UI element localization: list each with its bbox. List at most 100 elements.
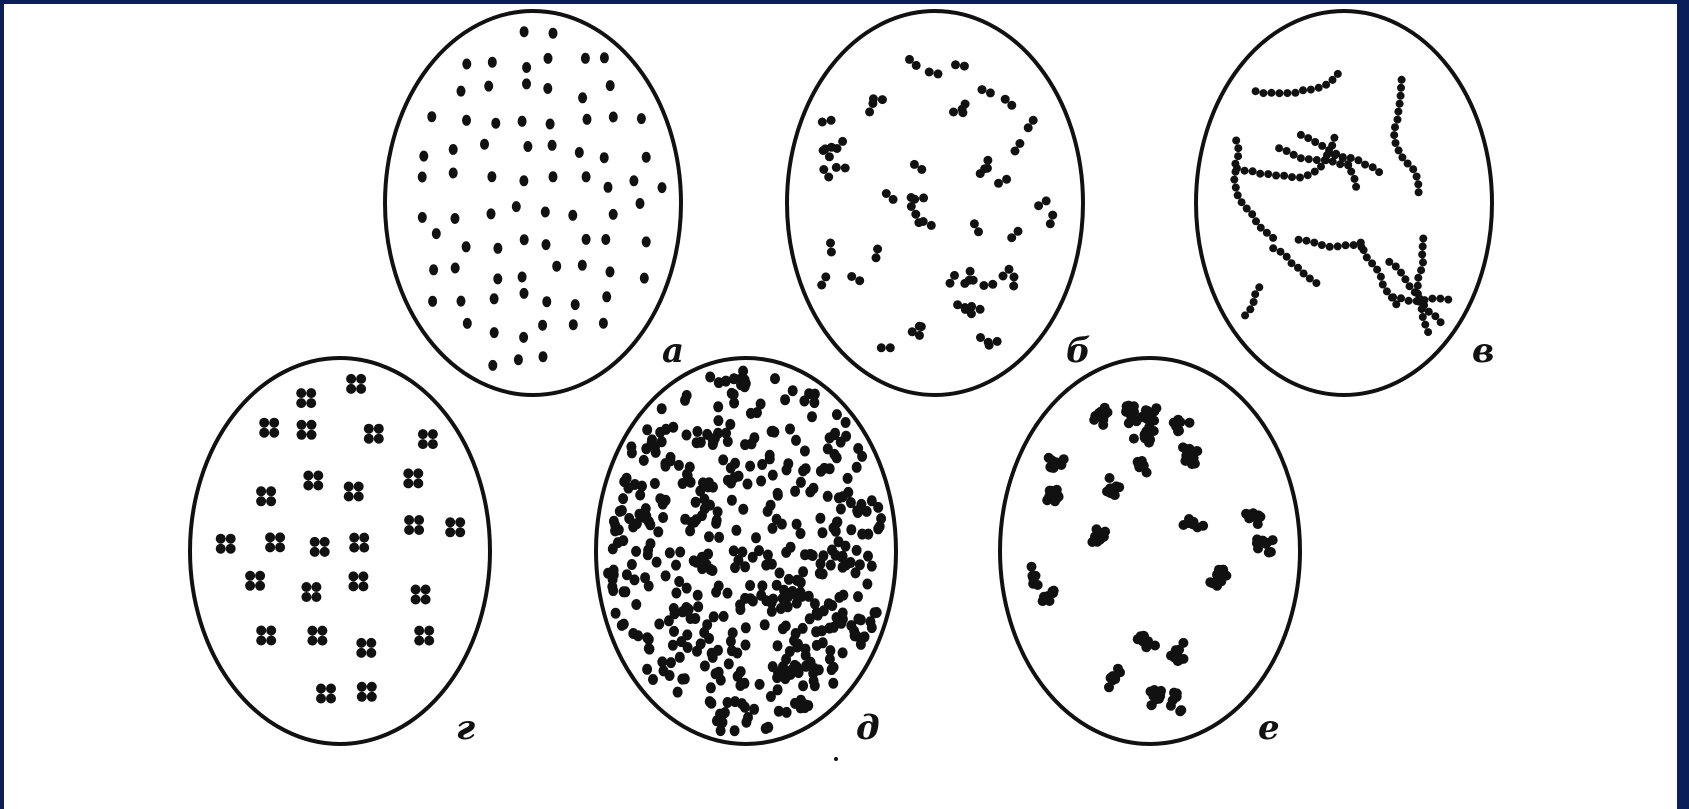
panel-g-cells (216, 374, 466, 704)
cell (708, 434, 718, 445)
cell (1140, 433, 1150, 443)
cell (798, 566, 808, 577)
cell (449, 168, 458, 179)
cell (297, 430, 307, 440)
cell (642, 236, 651, 247)
cell (1139, 461, 1149, 471)
cell (736, 379, 746, 390)
cell (730, 458, 740, 469)
cell (571, 299, 580, 310)
cell (829, 429, 839, 440)
cell (1171, 421, 1181, 431)
cell (581, 53, 590, 64)
cell (1283, 89, 1291, 97)
cell (661, 461, 671, 472)
cell (821, 144, 830, 153)
cell (639, 455, 649, 466)
cell (1392, 263, 1400, 271)
cell (266, 486, 276, 496)
cell (786, 542, 796, 553)
cell (682, 469, 692, 480)
cell (915, 322, 924, 331)
cell (344, 492, 354, 502)
cell (827, 116, 836, 125)
cell (730, 562, 740, 573)
cell (367, 692, 377, 702)
cell (979, 281, 988, 290)
cell (818, 569, 828, 580)
cell (418, 439, 428, 449)
cell (826, 560, 836, 571)
cell (582, 171, 591, 182)
cell (1234, 144, 1242, 152)
cell (886, 343, 895, 352)
cell (413, 478, 423, 488)
cell (800, 446, 810, 457)
cell (729, 389, 739, 400)
cell (1188, 519, 1198, 529)
cell (1044, 453, 1054, 463)
cell (661, 424, 671, 435)
cell (404, 525, 414, 535)
cell (905, 55, 914, 64)
cell (834, 592, 844, 603)
cell (346, 384, 356, 394)
cell (714, 667, 724, 678)
cell (705, 372, 715, 383)
cell (488, 360, 497, 371)
cell (403, 468, 413, 478)
cell (349, 533, 359, 543)
cell (428, 439, 438, 449)
cell (428, 296, 437, 307)
cell (1334, 242, 1342, 250)
cell (457, 86, 466, 97)
cell (1241, 167, 1249, 175)
cell (832, 163, 841, 172)
cell (297, 420, 307, 430)
cell (872, 253, 881, 262)
cell (642, 664, 652, 675)
cell (704, 531, 714, 542)
cell (1326, 243, 1334, 251)
cell (1024, 123, 1033, 132)
cell (1428, 295, 1436, 303)
cell (1311, 168, 1319, 176)
cell (599, 318, 608, 329)
cell (855, 276, 864, 285)
cell (462, 241, 471, 252)
cell (1100, 527, 1110, 537)
cell (1092, 524, 1102, 534)
cell (421, 595, 431, 605)
cell (814, 664, 824, 675)
cell (307, 626, 317, 636)
cell (364, 434, 374, 444)
cell (1389, 293, 1397, 301)
cell (1411, 288, 1419, 296)
cell (1252, 87, 1260, 95)
cell (974, 227, 983, 236)
cell (259, 418, 269, 428)
cell (1373, 266, 1381, 274)
cell (773, 684, 783, 695)
cell (1048, 211, 1057, 220)
cell (549, 28, 558, 39)
cell (226, 544, 236, 554)
cell (404, 515, 414, 525)
cell (480, 139, 489, 150)
cell (653, 526, 663, 537)
cell (255, 581, 265, 591)
panel-label-d: д (856, 708, 880, 748)
cell (1264, 548, 1274, 558)
cell (538, 320, 547, 331)
cell (602, 291, 611, 302)
cell (1419, 258, 1427, 266)
cell (824, 173, 833, 182)
cell (348, 571, 358, 581)
cell (1028, 573, 1038, 583)
cell (326, 694, 336, 704)
cell (765, 453, 775, 464)
cell (1398, 76, 1406, 84)
cell (631, 599, 641, 610)
cell (657, 403, 667, 414)
cell (862, 506, 872, 517)
